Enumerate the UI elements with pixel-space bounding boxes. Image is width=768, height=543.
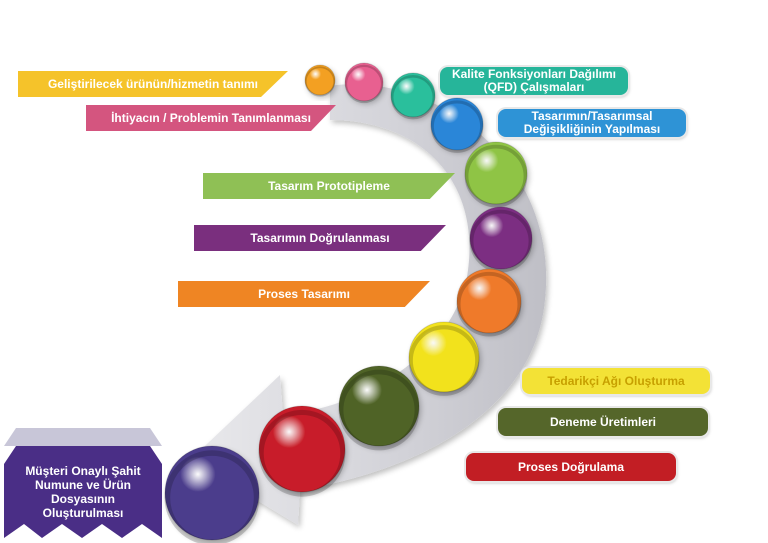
orange-sphere xyxy=(304,64,336,96)
final-step-label: Müşteri Onaylı Şahit Numune ve Ürün Dosy… xyxy=(25,464,141,520)
pink-sphere-rim xyxy=(344,64,384,104)
green-sphere xyxy=(464,141,528,205)
step-qfd-studies: Kalite Fonksiyonları Dağılımı (QFD) Çalı… xyxy=(440,67,628,95)
blue-sphere-rim xyxy=(430,100,484,153)
pink-sphere xyxy=(344,62,384,102)
red-sphere xyxy=(258,405,346,493)
green-sphere-rim xyxy=(464,144,528,208)
blue-sphere xyxy=(430,97,484,151)
step-design-prototyping: Tasarım Prototipleme xyxy=(203,173,455,199)
step-trial-production: Deneme Üretimleri xyxy=(498,408,708,436)
orange-sphere-rim xyxy=(304,66,336,97)
orange-sphere xyxy=(456,268,522,334)
step-problem-definition: İhtiyacın / Problemin Tanımlanması xyxy=(86,105,336,131)
yellow-sphere-rim xyxy=(408,325,480,396)
step-product-definition: Geliştirilecek ürünün/hizmetin tanımı xyxy=(18,71,288,97)
olive-sphere-rim xyxy=(338,369,420,451)
final-step-box: Müşteri Onaylı Şahit Numune ve Ürün Dosy… xyxy=(4,424,162,538)
olive-sphere xyxy=(338,365,420,447)
indigo-sphere-rim xyxy=(164,450,260,543)
final-step-shape xyxy=(4,428,162,538)
step-supplier-network: Tedarikçi Ağı Oluşturma xyxy=(522,368,710,394)
step-process-validation: Proses Doğrulama xyxy=(466,453,676,481)
teal-sphere xyxy=(390,72,436,118)
step-process-design: Proses Tasarımı xyxy=(178,281,430,307)
purple-sphere-rim xyxy=(469,209,533,273)
yellow-sphere xyxy=(408,321,480,393)
step-design-change: Tasarımın/Tasarımsal Değişikliğinin Yapı… xyxy=(498,109,686,137)
step-design-verification: Tasarımın Doğrulanması xyxy=(194,225,446,251)
purple-sphere xyxy=(469,206,533,270)
orange-sphere-rim xyxy=(456,271,522,337)
indigo-sphere xyxy=(164,445,260,541)
teal-sphere-rim xyxy=(390,74,436,120)
red-sphere-rim xyxy=(258,409,346,497)
